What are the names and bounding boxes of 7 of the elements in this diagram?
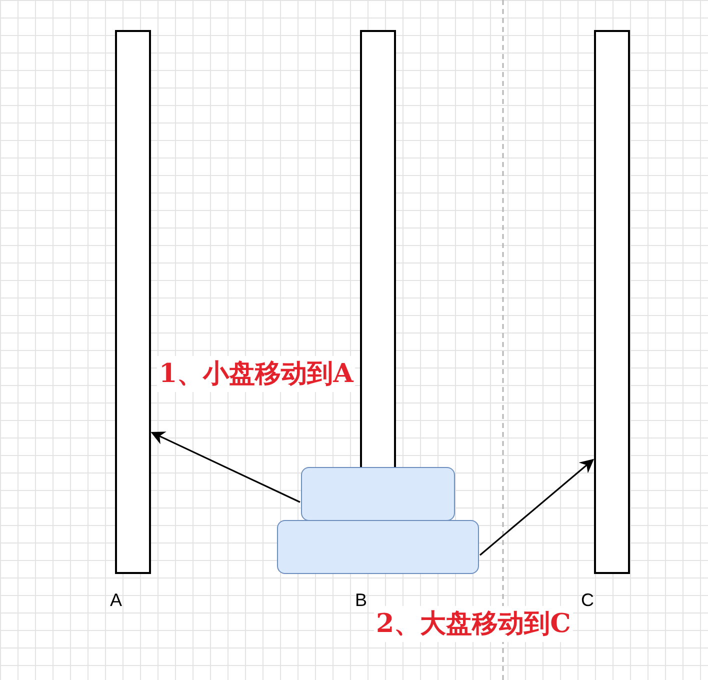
edge-label: 1、小盘移动到A	[157, 356, 356, 392]
peg-label: A	[110, 590, 122, 611]
arrow	[150, 432, 300, 503]
peg-label: B	[355, 590, 368, 611]
edge-label: 2、大盘移动到C	[374, 606, 573, 642]
arrow	[479, 458, 594, 556]
peg-label: C	[581, 590, 594, 611]
